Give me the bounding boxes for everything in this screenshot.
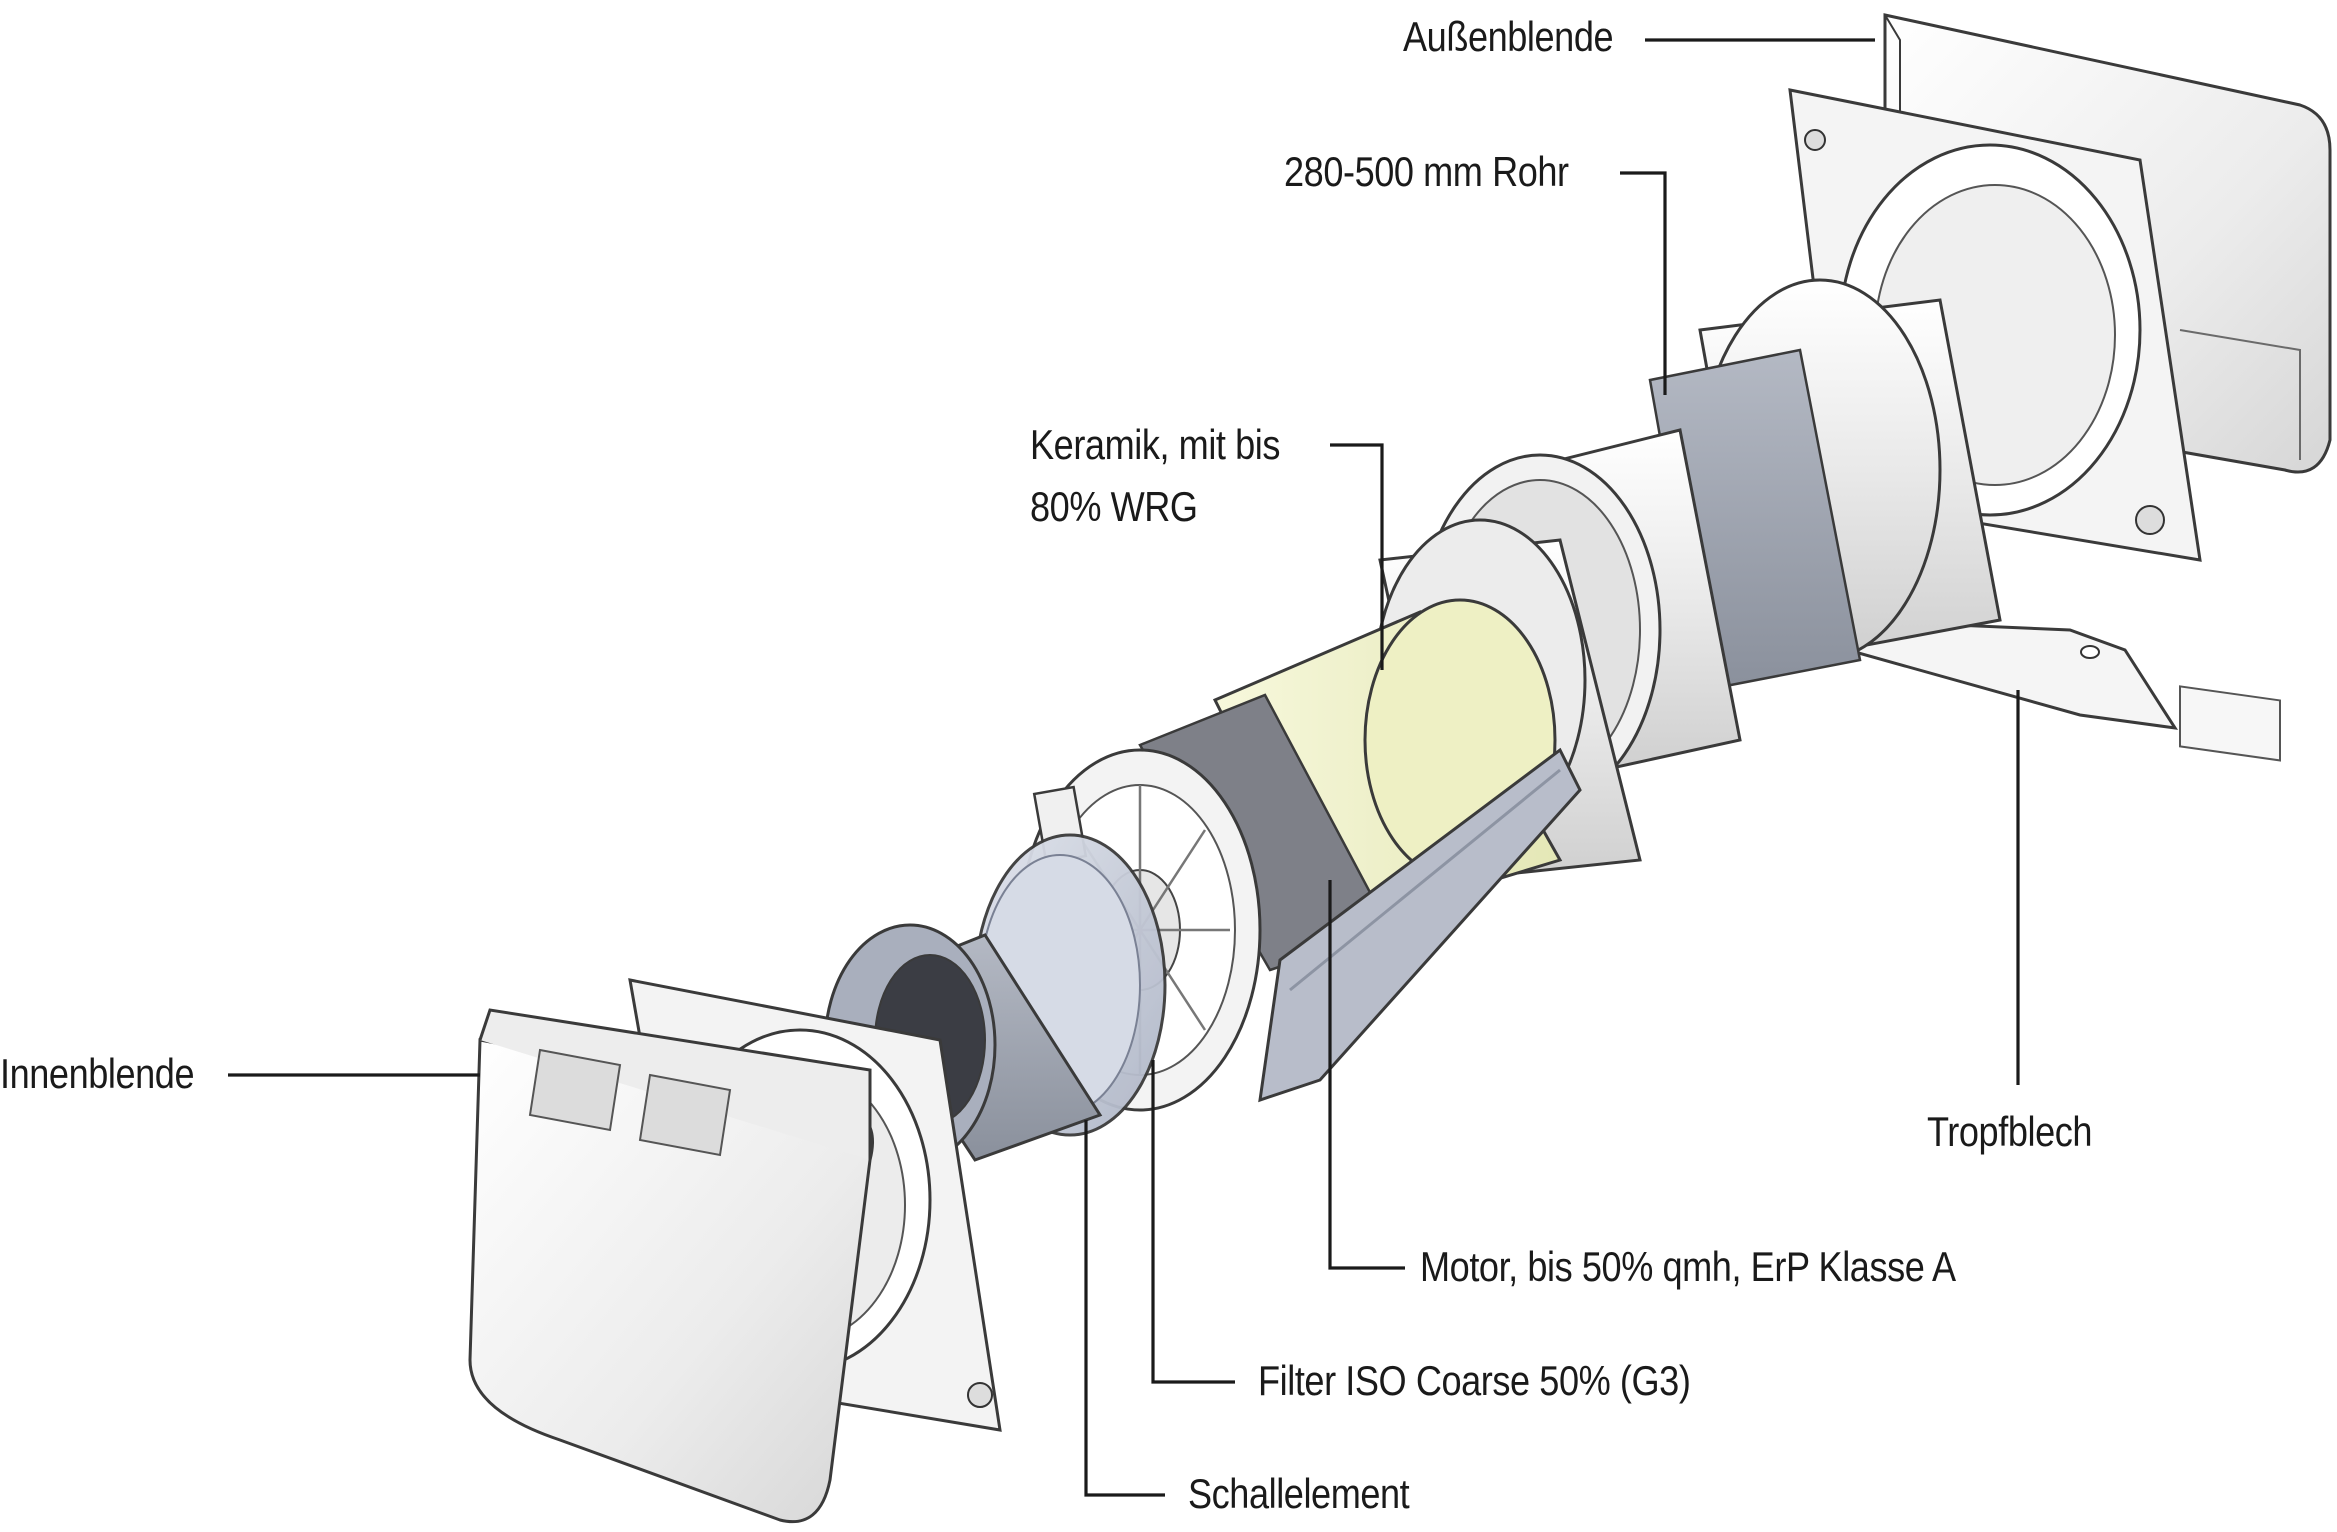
label-tropfblech: Tropfblech <box>1927 1108 2093 1155</box>
label-keramik-line2: 80% WRG <box>1030 483 1198 530</box>
leader-lines <box>228 38 2020 1497</box>
label-schallelement: Schallelement <box>1188 1470 1410 1517</box>
leader-schallelement <box>1084 1120 1165 1497</box>
label-rohr: 280-500 mm Rohr <box>1284 148 1569 195</box>
leader-filter <box>1151 1060 1235 1384</box>
inner-cover-plate <box>468 1008 874 1524</box>
label-motor: Motor, bis 50% qmh, ErP Klasse A <box>1420 1243 1956 1290</box>
label-aussenblende: Außenblende <box>1403 13 1614 60</box>
leader-motor <box>1328 880 1405 1270</box>
leader-rohr <box>1620 171 1667 395</box>
label-innenblende: Innenblende <box>0 1050 195 1097</box>
leader-keramik <box>1330 443 1384 670</box>
label-keramik-line1: Keramik, mit bis <box>1030 421 1281 468</box>
motor-housing-shell <box>1258 747 1582 1103</box>
label-filter: Filter ISO Coarse 50% (G3) <box>1258 1357 1691 1404</box>
